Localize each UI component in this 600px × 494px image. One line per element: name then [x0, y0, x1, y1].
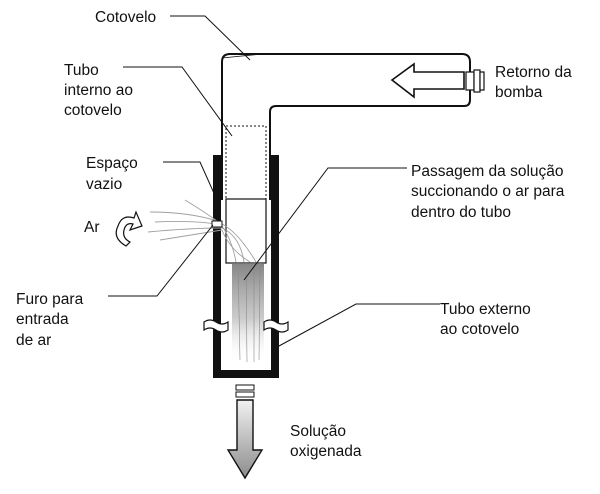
leader-tubo-externo — [278, 303, 440, 347]
leader-espaco-vazio — [163, 161, 218, 201]
label-furo: Furo para entrada de ar — [16, 291, 88, 349]
break-symbols — [203, 319, 289, 333]
leader-tubo-interno — [123, 66, 233, 137]
air-hole — [211, 220, 223, 228]
label-solucao: Solução oxigenada — [290, 423, 362, 460]
air-flow-lines — [147, 199, 257, 263]
label-retorno-bomba: Retorno da bomba — [495, 64, 576, 101]
outer-tube — [213, 155, 279, 378]
label-tubo-interno: Tubo interno ao cotovelo — [64, 62, 137, 119]
air-curved-arrow — [115, 210, 143, 247]
leader-passagem — [243, 167, 407, 281]
label-ar: Ar — [84, 219, 100, 236]
label-cotovelo: Cotovelo — [95, 9, 156, 26]
label-tubo-externo: Tubo externo ao cotovelo — [440, 301, 535, 338]
pump-return-fitting — [465, 69, 485, 93]
leader-cotovelo — [170, 15, 251, 61]
outlet-arrow — [226, 384, 264, 480]
pump-flow-arrow — [390, 62, 465, 99]
label-passagem: Passagem da solução succionando o ar par… — [411, 163, 569, 221]
solution-stream — [232, 262, 264, 363]
label-espaco-vazio: Espaço vazio — [86, 155, 142, 193]
leader-furo — [108, 224, 214, 297]
